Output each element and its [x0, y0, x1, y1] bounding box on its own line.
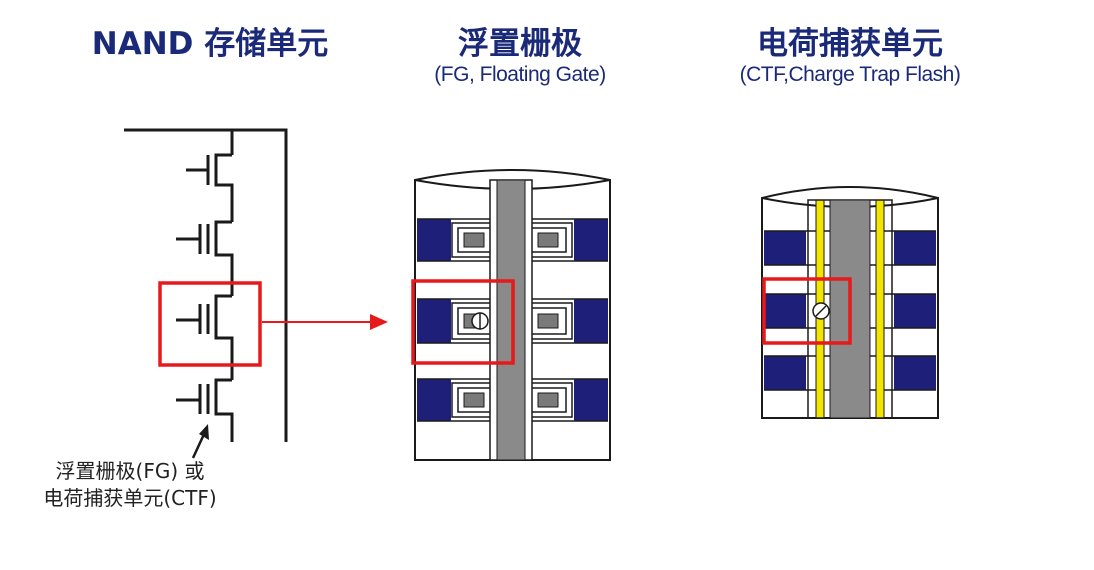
floating-gate-title: 浮置栅极 (FG, Floating Gate) [380, 26, 660, 88]
charge-trap-title: 电荷捕获单元 (CTF,Charge Trap Flash) [680, 26, 1020, 88]
transistor-2 [176, 220, 234, 296]
ctf-word-lines [764, 231, 936, 390]
highlight-box-fg [411, 279, 515, 365]
charge-trap-subtitle: (CTF,Charge Trap Flash) [739, 63, 961, 86]
floating-gate-title-text: 浮置栅极 [458, 26, 582, 62]
caption-line-1: 浮置栅极(FG) 或 [55, 459, 205, 483]
caption-line-2: 电荷捕获单元(CTF) [43, 486, 217, 510]
cell-caption: 浮置栅极(FG) 或 电荷捕获单元(CTF) [20, 458, 240, 512]
charge-trap-cell [761, 186, 939, 419]
nand-title-text: NAND 存储单元 [91, 26, 329, 62]
nand-cell-title: NAND 存储单元 [60, 26, 360, 62]
transistor-3 [176, 294, 234, 380]
floating-gate-cell [411, 169, 611, 461]
floating-gate-subtitle: (FG, Floating Gate) [434, 63, 606, 86]
charge-trap-title-text: 电荷捕获单元 [757, 26, 943, 62]
fg-word-lines [417, 219, 608, 421]
transistor-4 [176, 378, 234, 442]
nand-string-schematic [124, 128, 288, 442]
ctf-channel [829, 199, 871, 419]
caption-pointer-arrow [191, 424, 209, 459]
bit-line [124, 128, 288, 442]
highlight-box-schematic [158, 281, 262, 367]
highlight-box-ctf [762, 277, 852, 345]
transistor-1 [186, 153, 234, 222]
